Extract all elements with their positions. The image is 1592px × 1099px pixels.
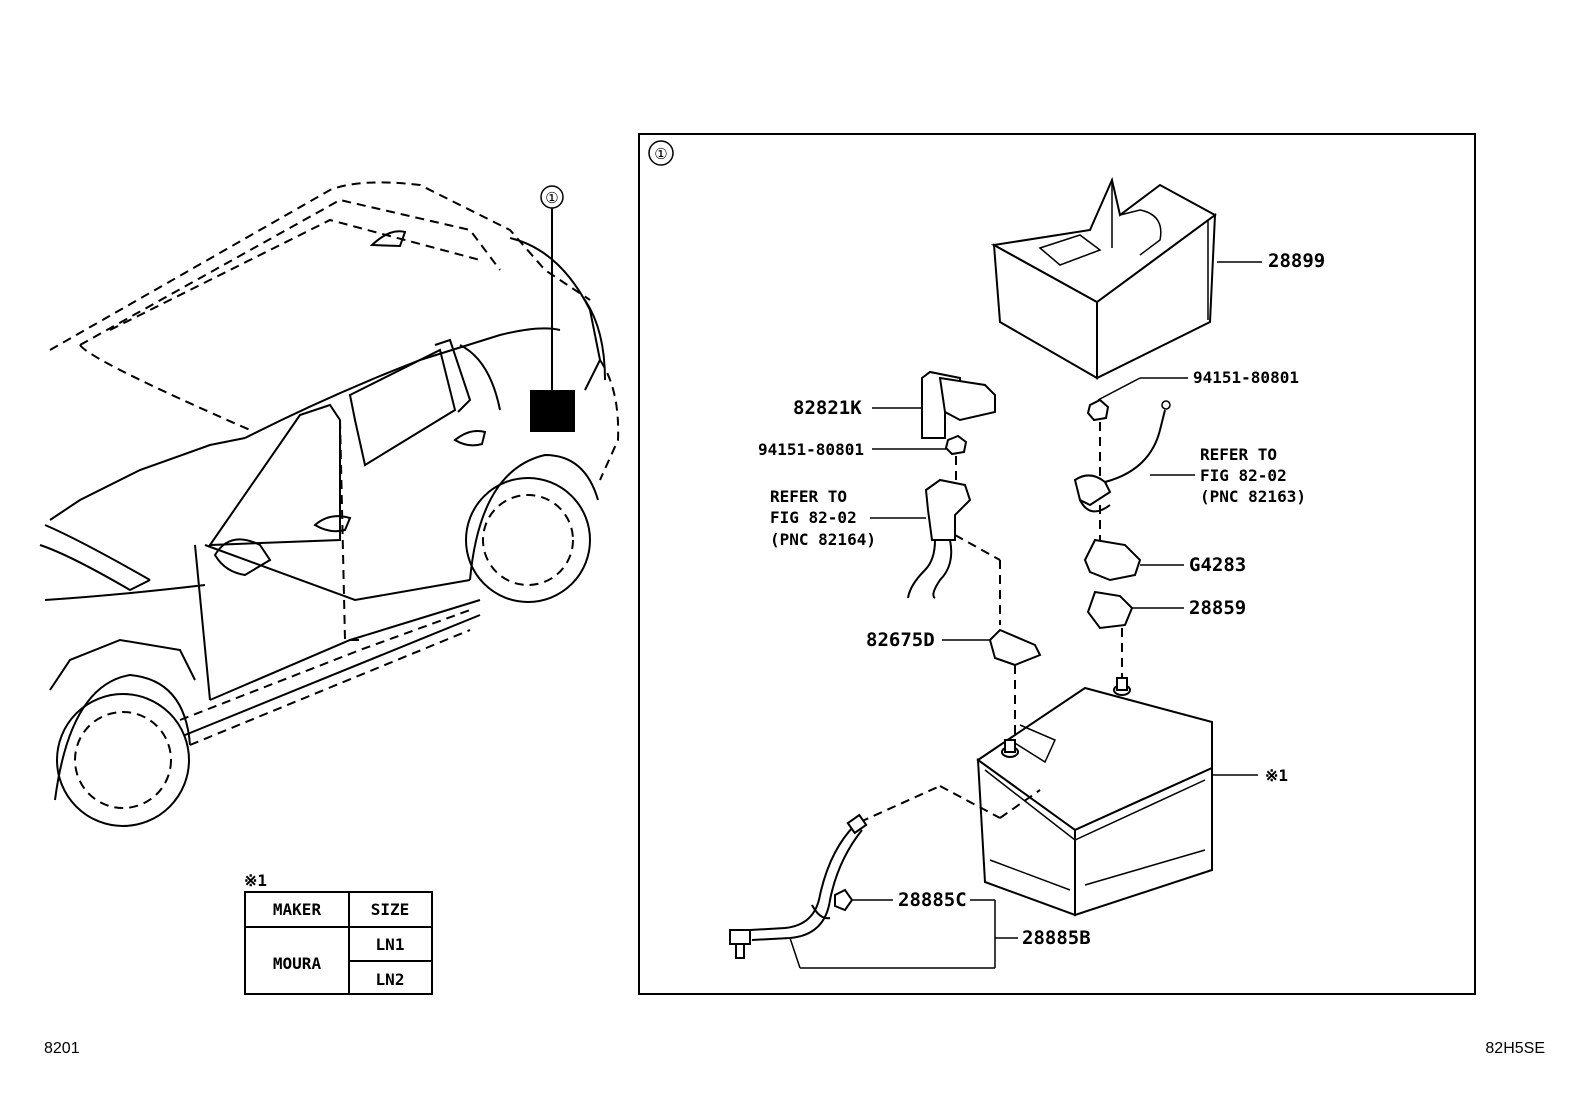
callout-g4283: G4283: [1189, 554, 1246, 576]
callout-28885c: 28885C: [898, 889, 967, 911]
table-header-size: SIZE: [371, 900, 410, 919]
footer-right-code: 82H5SE: [1485, 1040, 1545, 1057]
callout-28885b: 28885B: [1022, 927, 1091, 949]
callout-94151-top: 94151-80801: [1193, 368, 1299, 387]
callout-28899: 28899: [1268, 250, 1325, 272]
table-header-maker: MAKER: [273, 900, 322, 919]
negative-cable: [907, 478, 972, 599]
vehicle-detail-marker: ①: [545, 189, 558, 207]
battery: [976, 677, 1213, 917]
callout-battery-note: ※1: [1265, 766, 1288, 785]
table-size-ln1: LN1: [376, 935, 405, 954]
vehicle-illustration: ①: [39, 181, 620, 827]
refer-right-line1: REFER TO: [1200, 445, 1277, 464]
table-maker-moura: MOURA: [273, 954, 322, 973]
positive-cable: [1073, 400, 1171, 513]
footer-left-code: 8201: [44, 1040, 80, 1057]
sensor-harness-28885b: [729, 785, 1041, 959]
callout-82821k: 82821K: [793, 397, 862, 419]
battery-location-marker: [530, 390, 575, 432]
table-size-ln2: LN2: [376, 970, 405, 989]
callout-82675d: 82675D: [866, 629, 935, 651]
callout-94151-left: 94151-80801: [758, 440, 864, 459]
refer-right-line2: FIG 82-02: [1200, 466, 1287, 485]
refer-left-line1: REFER TO: [770, 487, 847, 506]
detail-frame: [638, 133, 1476, 995]
table-note: ※1: [244, 871, 267, 890]
battery-size-table: ※1 MAKER SIZE MOURA LN1 LN2: [244, 871, 433, 995]
callout-28859: 28859: [1189, 597, 1246, 619]
refer-left-line3: (PNC 82164): [770, 530, 876, 549]
refer-left-line2: FIG 82-02: [770, 508, 857, 527]
sensor-bracket-82821k: [921, 370, 996, 439]
detail-frame-marker: ①: [654, 145, 667, 163]
refer-right-line3: (PNC 82163): [1200, 487, 1306, 506]
battery-cover-28899: [990, 176, 1217, 380]
